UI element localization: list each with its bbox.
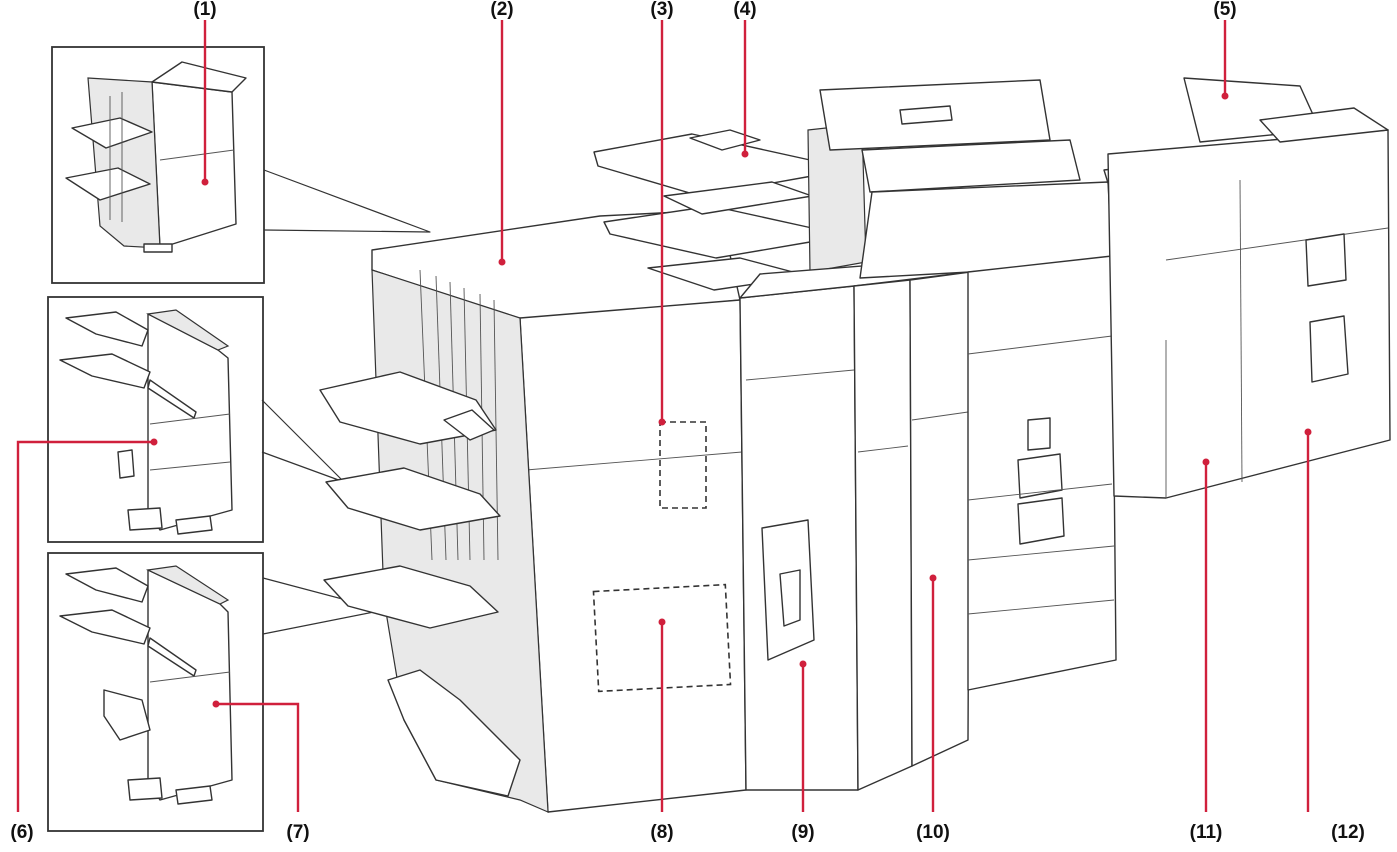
callout-9: (9) (791, 822, 814, 843)
leader-lines (16, 20, 1312, 812)
callout-8: (8) (650, 822, 673, 843)
callout-7: (7) (286, 822, 309, 843)
callout-3: (3) (650, 0, 673, 20)
dashed-region-8 (592, 583, 732, 693)
callout-5: (5) (1213, 0, 1236, 20)
callout-1: (1) (193, 0, 216, 20)
callout-12: (12) (1331, 822, 1365, 843)
callout-10: (10) (916, 822, 950, 843)
leader-6 (16, 440, 154, 812)
finisher-unit (319, 209, 747, 813)
inset-finisher-1 (51, 46, 265, 284)
callout-6: (6) (10, 822, 33, 843)
print-engine (739, 79, 1113, 791)
callout-labels: (1) (2) (3) (4) (5) (6) (7) (8) (9) (10)… (10, 0, 1365, 843)
paper-trays (967, 255, 1117, 691)
dashed-region-3 (659, 421, 707, 509)
callout-4: (4) (733, 0, 756, 20)
callout-2: (2) (490, 0, 513, 20)
callout-11: (11) (1190, 822, 1223, 843)
inset-finisher-2 (47, 296, 264, 543)
large-capacity-tray (1107, 77, 1391, 499)
inserter-unit (593, 123, 867, 291)
inset-finisher-3 (47, 552, 264, 832)
leader-7 (216, 702, 300, 812)
